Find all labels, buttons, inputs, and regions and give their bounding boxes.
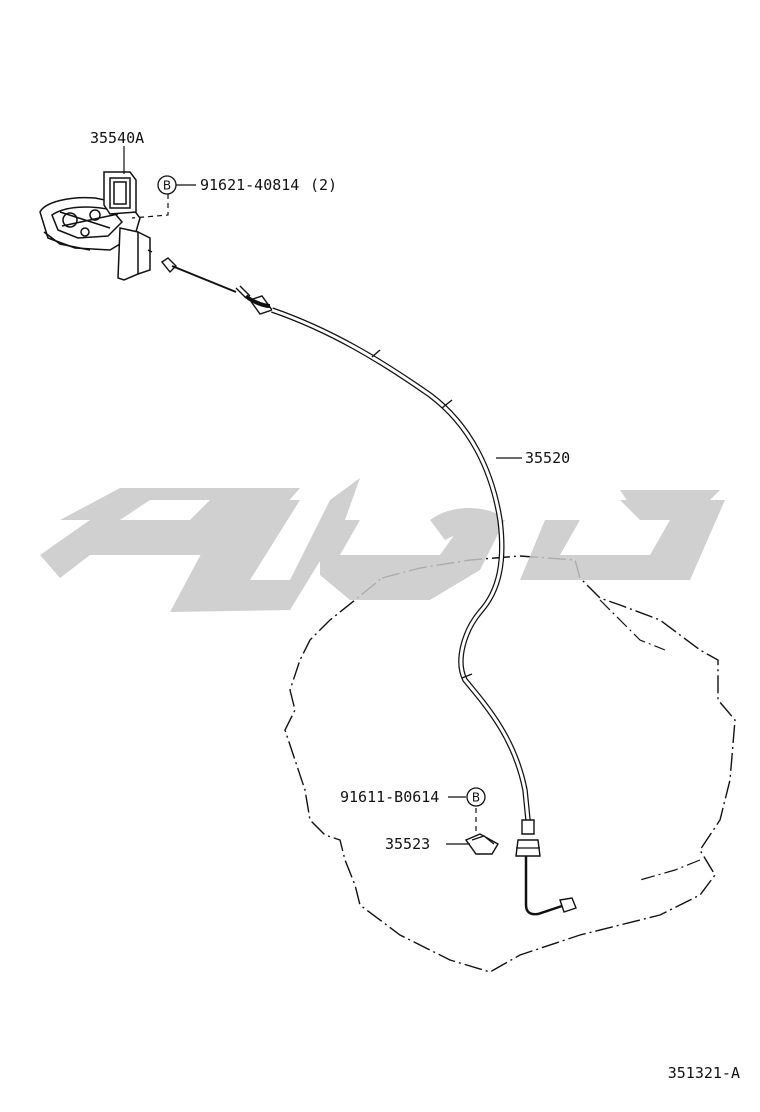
cable-clamp [464,833,499,855]
label-bolt-upper: 91621-40814 [200,176,299,194]
bolt-marker-upper [157,175,177,195]
label-35540A: 35540A [90,129,144,147]
bolt-marker-lower-label: B [472,791,480,805]
bolt-marker-lower [466,787,486,807]
shift-lever-assembly [39,171,153,281]
watermark-logo [40,478,725,612]
bolt-marker-upper-label: B [163,179,171,193]
leader-bolt-upper [131,194,169,219]
label-35523: 35523 [385,835,430,853]
label-bolt-lower: 91611-B0614 [340,788,439,806]
shift-cable [160,257,577,916]
figure-reference-code: 351321-A [668,1064,740,1082]
label-35520: 35520 [525,449,570,467]
transmission-outline [284,555,736,973]
label-bolt-upper-qty: (2) [310,176,337,194]
transmission-inner-line [599,599,701,881]
